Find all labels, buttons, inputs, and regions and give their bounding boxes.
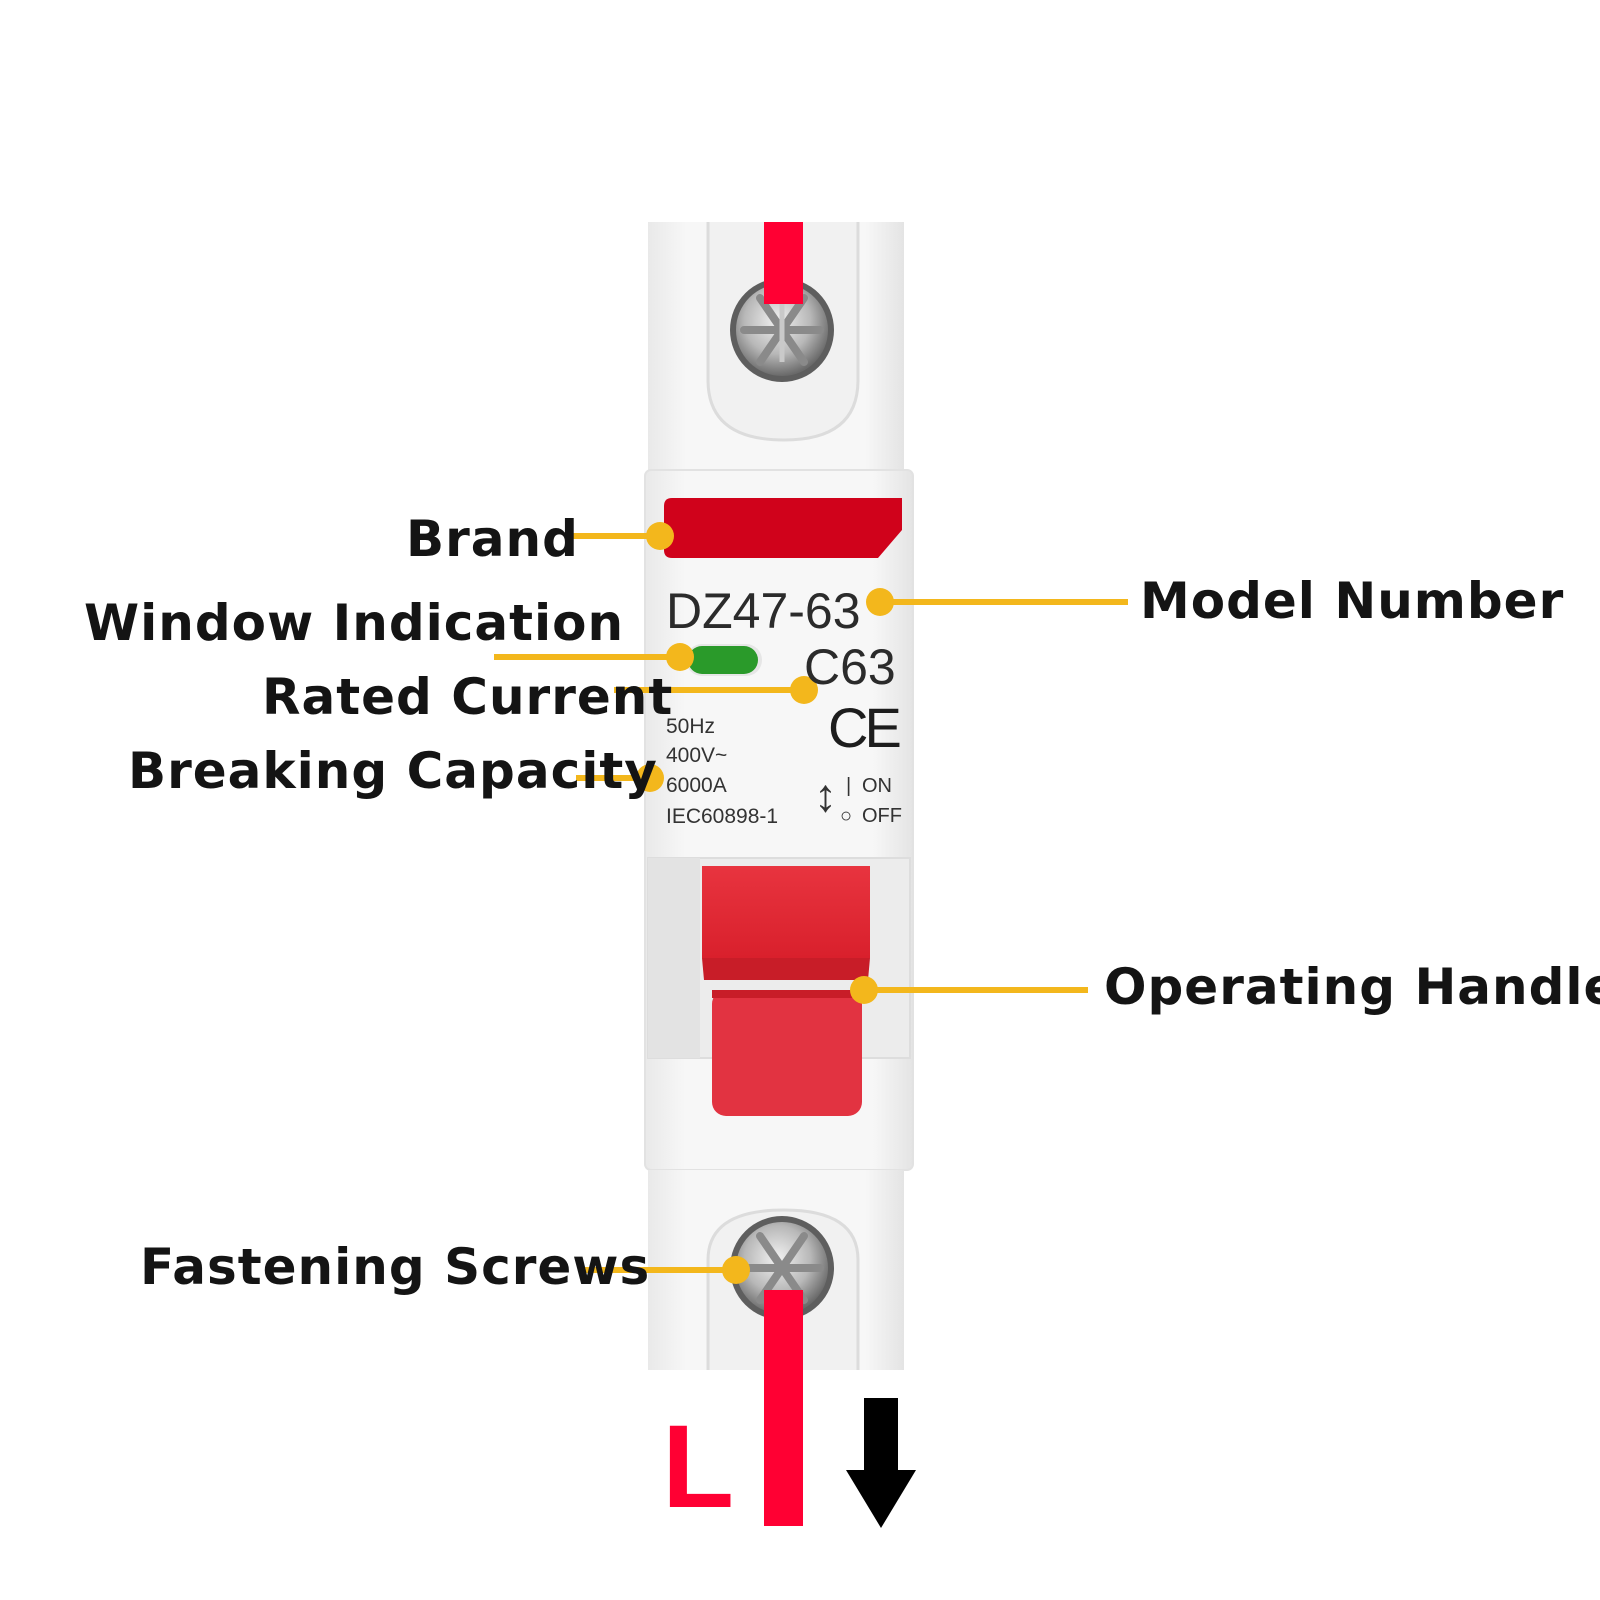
callout-window-indication: Window Indication <box>84 594 625 652</box>
frequency-text: 50Hz <box>666 715 716 738</box>
on-symbol: | <box>846 775 852 797</box>
model-number-text: DZ47-63 <box>666 583 861 639</box>
handle-well-shadow <box>648 858 700 1058</box>
callout-rated-current: Rated Current <box>262 668 674 726</box>
callout-operating-handle: Operating Handle <box>1104 958 1600 1016</box>
off-symbol: ○ <box>840 805 853 827</box>
line-label: L <box>662 1401 735 1533</box>
callout-brand: Brand <box>406 510 579 568</box>
callout-fastening-screws: Fastening Screws <box>140 1238 651 1296</box>
off-label: OFF <box>862 805 902 827</box>
breaking-capacity-text: 6000A <box>666 774 727 797</box>
operating-handle <box>702 866 870 1116</box>
brand-bar <box>664 498 902 558</box>
voltage-text: 400V~ <box>666 744 728 767</box>
on-off-arrow-icon: ↕ <box>814 769 837 821</box>
bottom-wire <box>764 1290 803 1526</box>
ce-mark: CE <box>828 696 902 759</box>
callout-breaking-capacity: Breaking Capacity <box>128 742 658 800</box>
bottom-screw-icon <box>730 1216 834 1320</box>
standard-text: IEC60898-1 <box>666 805 779 828</box>
rated-current-text: C63 <box>804 639 896 695</box>
callout-model-number: Model Number <box>1140 572 1565 630</box>
leader-lines <box>494 522 1128 1284</box>
top-wire-front <box>764 222 803 304</box>
down-arrow-icon <box>846 1398 916 1528</box>
top-screw-icon <box>730 278 834 382</box>
on-label: ON <box>862 775 892 797</box>
indicator-window <box>688 646 758 674</box>
